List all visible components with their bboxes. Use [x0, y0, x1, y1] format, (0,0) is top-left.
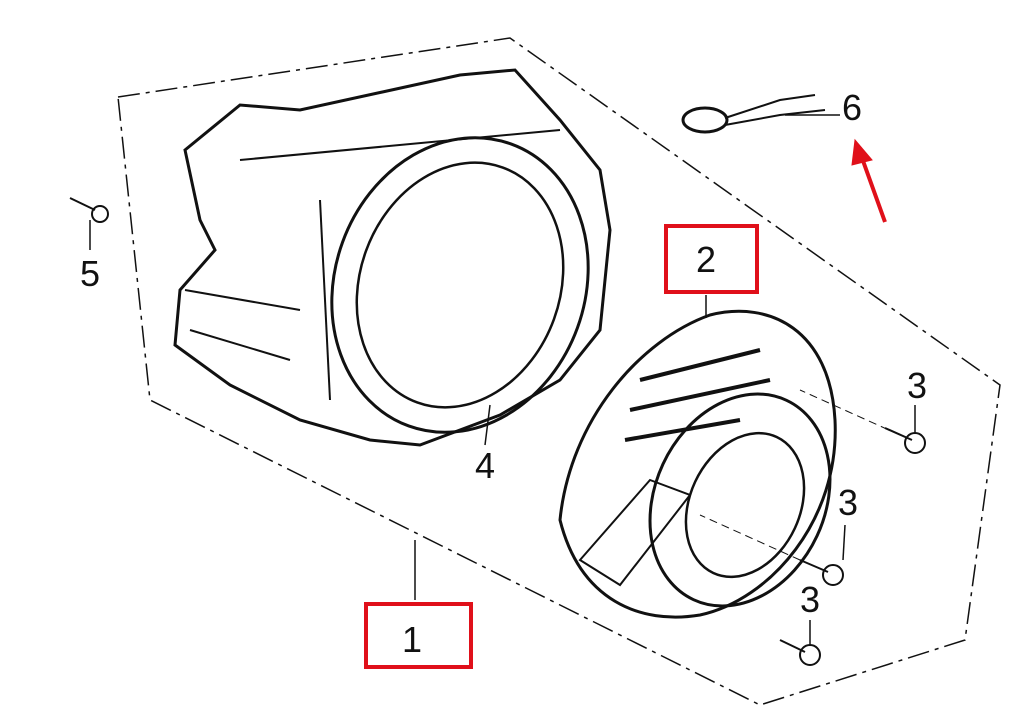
highlight-box-part-1: [364, 602, 473, 669]
bolt-3c: [779, 620, 821, 666]
leader-4: [484, 404, 491, 446]
fan-housing-part-4: [173, 68, 612, 447]
callout-1: 1: [402, 619, 423, 660]
callout-4: 4: [475, 445, 496, 486]
screw-part-5: [69, 197, 109, 250]
bolt-3b: [699, 514, 846, 586]
callout-6: 6: [842, 87, 863, 128]
callout-3c: 3: [800, 579, 821, 620]
callout-3a: 3: [907, 365, 928, 406]
callout-3b: 3: [838, 482, 859, 523]
bolt-3a: [799, 389, 926, 454]
callout-5: 5: [80, 253, 101, 294]
callout-2: 2: [696, 239, 717, 280]
assembly-boundary: [117, 37, 1001, 706]
red-arrow: [851, 138, 887, 223]
recoil-starter-part-2: [558, 309, 837, 619]
switch-part-6: [681, 94, 840, 134]
highlight-box-part-2: [664, 224, 759, 294]
